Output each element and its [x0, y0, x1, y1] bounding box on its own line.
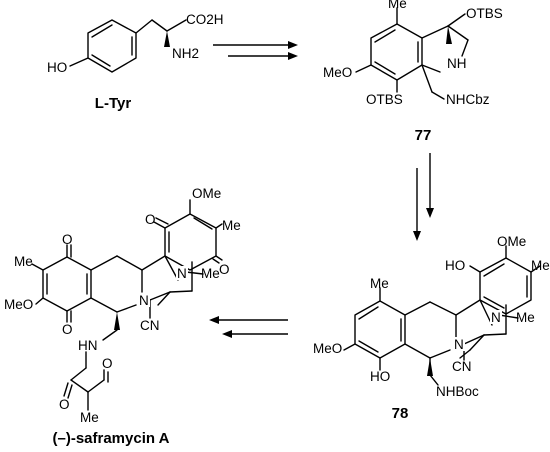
compound-77-bonds: [355, 7, 469, 100]
c78-methoxy-left-label: MeO: [313, 341, 342, 356]
saframycin-methyl-right-label: Me: [222, 218, 241, 233]
compound-78-bonds: [343, 245, 541, 386]
c78-hydroxy-bottom-label: HO: [370, 369, 390, 384]
l-tyr-acid-label: CO2H: [186, 12, 224, 27]
c78-methyl-left-label: Me: [370, 276, 389, 291]
l-tyr-name: L-Tyr: [95, 95, 132, 112]
saframycin-methyl-n-label: Me: [201, 266, 220, 281]
saframycin-oxo-ketone-label: O: [102, 356, 113, 371]
l-tyr-structure: CO2H NH2 HO L-Tyr: [47, 12, 224, 112]
compound-78-structure: OMe HO Me Me N Me N MeO HO CN NHBoc 78: [313, 234, 550, 422]
saframycin-methyl-ketone-label: Me: [80, 410, 99, 425]
saframycin-oxo-top-right-label: O: [219, 262, 230, 277]
compound-77-structure: Me OTBS NH MeO OTBS NHCbz 77: [323, 0, 503, 144]
saframycin-oxo-left-top-label: O: [62, 232, 73, 247]
saframycin-n-ring-label: N: [139, 293, 149, 308]
saframycin-name: (–)-saframycin A: [53, 430, 170, 447]
c78-n-bridge-label: N: [491, 310, 501, 325]
c78-n-ring-label: N: [454, 337, 464, 352]
c78-hydroxy-top-label: HO: [445, 258, 465, 273]
saframycin-structure: OMe O Me O O Me N Me N MeO O CN HN O O M…: [4, 186, 241, 447]
arrow-step2: [413, 153, 434, 241]
compound-78-name: 78: [392, 405, 409, 422]
c77-nhcbz-label: NHCbz: [446, 92, 490, 107]
l-tyr-hydroxy-label: HO: [47, 60, 67, 75]
l-tyr-bonds: [69, 19, 187, 73]
saframycin-methoxy-top-label: OMe: [192, 186, 221, 201]
saframycin-oxo-amide-label: O: [59, 397, 70, 412]
saframycin-oxo-top-left-label: O: [145, 212, 156, 227]
c77-otbs-bottom-label: OTBS: [366, 92, 403, 107]
arrow-step1: [213, 41, 298, 60]
c78-nitrile-label: CN: [452, 359, 472, 374]
saframycin-n-bridge-label: N: [177, 266, 187, 281]
c77-methoxy-label: MeO: [323, 65, 352, 80]
saframycin-methoxy-left-label: MeO: [4, 297, 33, 312]
c77-methyl-label: Me: [388, 0, 407, 11]
compound-77-name: 77: [415, 127, 432, 144]
arrow-step3: [209, 316, 288, 338]
c77-otbs-top-label: OTBS: [466, 6, 503, 21]
c77-nh-label: NH: [447, 56, 467, 71]
saframycin-methyl-left-label: Me: [14, 254, 33, 269]
saframycin-oxo-left-bottom-label: O: [62, 322, 73, 337]
c78-methyl-n-label: Me: [516, 310, 535, 325]
c78-methoxy-top-label: OMe: [497, 234, 526, 249]
saframycin-bonds: [31, 199, 223, 411]
c78-nhboc-label: NHBoc: [436, 384, 479, 399]
l-tyr-amine-label: NH2: [172, 46, 199, 61]
saframycin-nh-label: HN: [78, 338, 98, 353]
c78-methyl-right-label: Me: [531, 258, 550, 273]
saframycin-nitrile-label: CN: [140, 318, 160, 333]
